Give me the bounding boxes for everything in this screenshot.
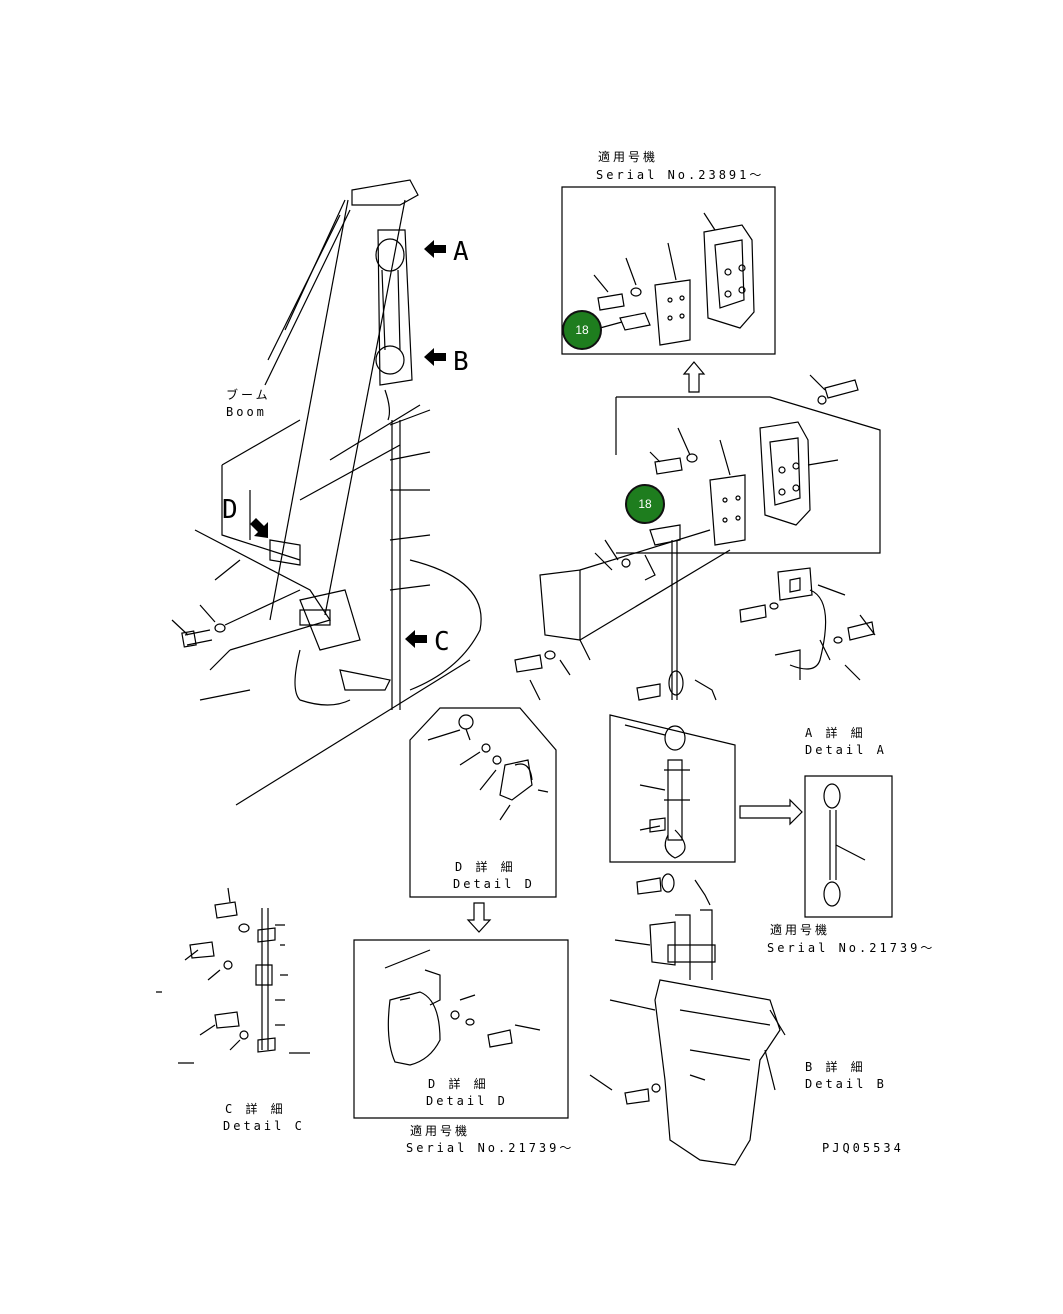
detail-a-ja: A 詳 細 [805, 726, 866, 740]
boom-label-en: Boom [226, 405, 267, 419]
callout-a: A [453, 237, 469, 267]
bucket-link-assembly [589, 873, 786, 1166]
part-badge-18-upper[interactable]: 18 [562, 310, 602, 350]
serial-top-en: Serial No.23891～ [596, 168, 765, 182]
callout-c: C [434, 627, 450, 657]
detail-c-en: Detail C [223, 1119, 305, 1133]
detail-d-upper [409, 707, 557, 898]
hollow-down-arrow-icon [466, 902, 492, 933]
detail-b-en: Detail B [805, 1077, 887, 1091]
callout-arrows [250, 240, 446, 648]
detail-d-lower-en: Detail D [426, 1094, 508, 1108]
detail-b-ja: B 詳 細 [805, 1060, 866, 1074]
boom-illustration [171, 179, 482, 806]
detail-a-en: Detail A [805, 743, 887, 757]
hollow-up-arrow-icon [682, 361, 706, 393]
serial-top-ja: 適用号機 [598, 150, 659, 164]
serial-bottom-en: Serial No.21739～ [406, 1141, 575, 1155]
boom-label-ja: ブーム [226, 388, 271, 402]
detail-c-ja: C 詳 細 [225, 1102, 286, 1116]
middle-bracket-frame [514, 374, 881, 701]
drawing-code: PJQ05534 [822, 1141, 904, 1155]
detail-d-upper-en: Detail D [453, 877, 535, 891]
hollow-right-arrow-icon [739, 798, 803, 826]
detail-d-lower [353, 939, 569, 1119]
callout-d: D [222, 495, 238, 525]
serial-right-en: Serial No.21739～ [767, 941, 936, 955]
serial-bottom-ja: 適用号機 [410, 1124, 471, 1138]
detail-a-frame [804, 775, 893, 918]
hook-chain-assembly [609, 540, 803, 863]
part-badge-18-lower[interactable]: 18 [625, 484, 665, 524]
serial-right-ja: 適用号機 [770, 923, 831, 937]
callout-b: B [453, 347, 469, 377]
limit-switch-assembly [739, 567, 876, 681]
detail-d-lower-ja: D 詳 細 [428, 1077, 489, 1091]
detail-d-upper-ja: D 詳 細 [455, 860, 516, 874]
detail-c [156, 887, 310, 1064]
upper-bracket-frame [561, 186, 776, 355]
